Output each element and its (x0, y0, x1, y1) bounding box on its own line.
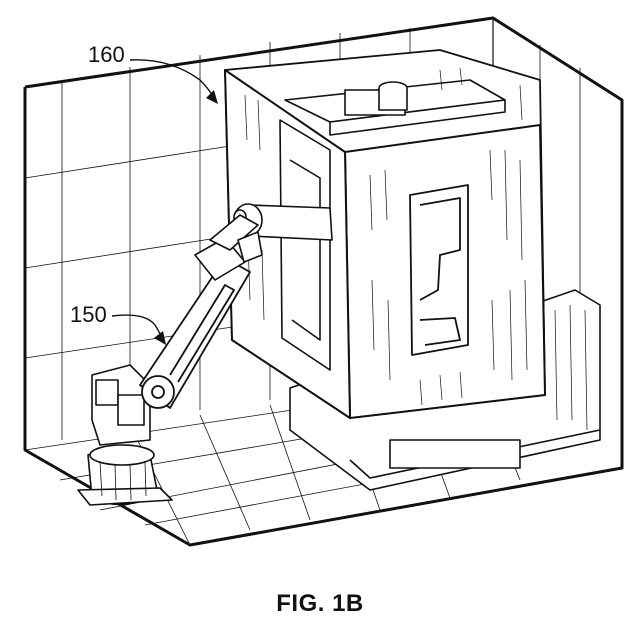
reference-label-150: 150 (70, 302, 166, 345)
machine-side-window (280, 120, 330, 370)
robot-reference-number: 150 (70, 302, 107, 327)
machine-door-opening (410, 185, 468, 355)
machine-reference-number: 160 (88, 42, 125, 67)
robot-base (78, 445, 172, 505)
machine-leader-line (130, 60, 215, 100)
reference-label-160: 160 (88, 42, 218, 104)
robot-turret (92, 365, 150, 445)
machine-leader-arrow (206, 90, 218, 104)
figure-caption: FIG. 1B (0, 590, 640, 618)
robot-leader-line (112, 315, 163, 340)
machine-tool (225, 50, 600, 490)
